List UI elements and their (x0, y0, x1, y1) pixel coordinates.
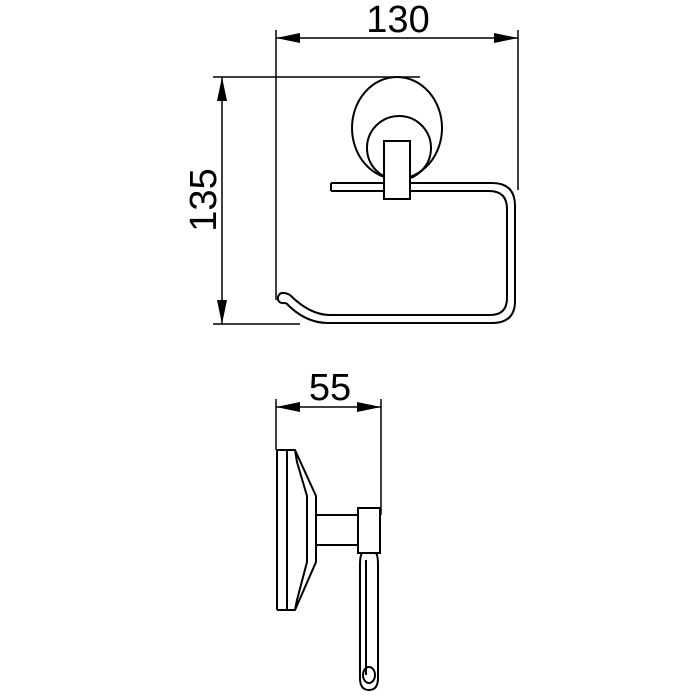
depth-label: 55 (309, 367, 351, 409)
depth-arrow-right (357, 402, 381, 412)
mount-post (383, 140, 411, 200)
arm-side-profile (359, 552, 379, 692)
depth-arrow-left (276, 402, 300, 412)
post-side (315, 507, 381, 554)
arm-side-tip (362, 666, 376, 684)
width-arrow-left (276, 33, 300, 43)
post-head (357, 507, 381, 554)
plate-inner-profile (294, 449, 308, 611)
front-view: 130 135 (183, 0, 519, 325)
height-arrow-bottom (217, 300, 227, 324)
height-arrow-top (217, 77, 227, 101)
wall-plate-side (276, 449, 317, 611)
holder-arm (276, 182, 516, 324)
depth-dimension: 55 (275, 367, 382, 515)
plate-outer-profile (277, 449, 317, 611)
height-label: 135 (183, 168, 225, 231)
arm-side (359, 552, 379, 692)
wall-mount-base (351, 76, 443, 200)
width-label: 130 (366, 0, 429, 41)
arm-tip (276, 291, 291, 305)
width-dimension: 130 (275, 0, 519, 300)
post-shaft (315, 514, 359, 546)
width-arrow-right (494, 33, 518, 43)
height-dimension: 135 (183, 76, 420, 325)
arm-outer-loop (285, 182, 516, 324)
side-view: 55 (275, 367, 382, 692)
arm-inner-loop (289, 190, 508, 316)
